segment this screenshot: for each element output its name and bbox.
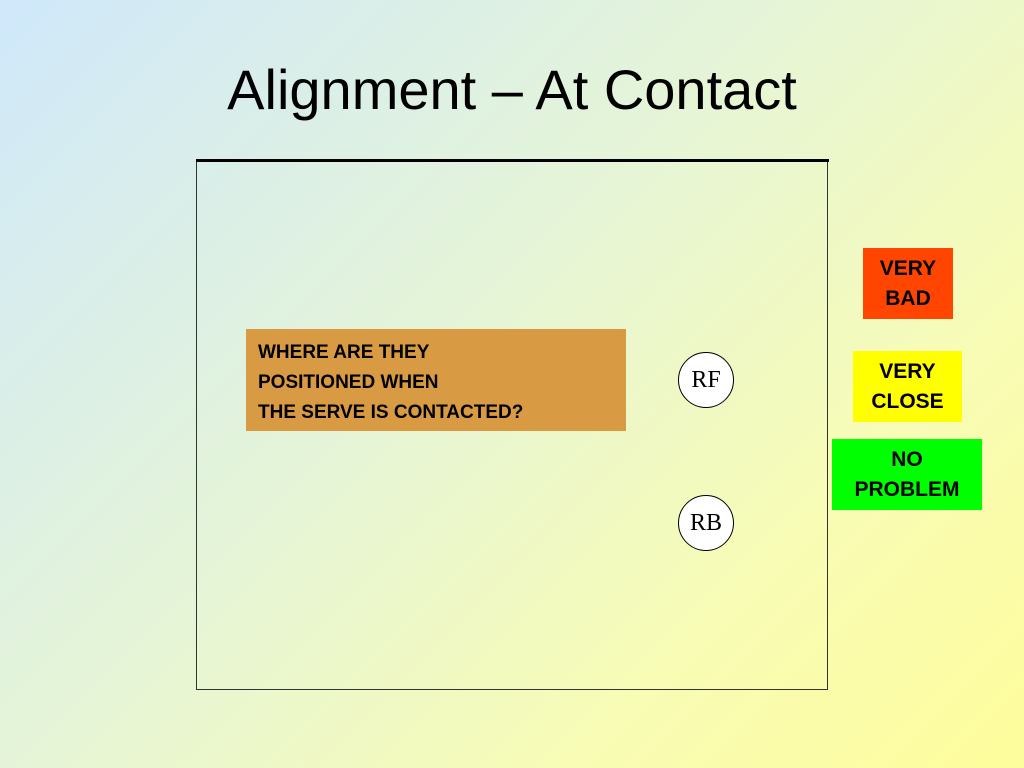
legend-very-bad-line-1: VERY (879, 256, 937, 280)
legend-very-close-line-2: CLOSE (871, 389, 944, 413)
question-line-1: WHERE ARE THEY (258, 342, 430, 363)
legend-very-bad: VERY BAD (863, 248, 953, 319)
legend-very-close-line-1: VERY (879, 359, 936, 383)
question-line-2: POSITIONED WHEN (258, 372, 439, 393)
slide-title: Alignment – At Contact (227, 58, 797, 121)
legend-no-problem-line-2: PROBLEM (854, 477, 960, 501)
player-rf: RF (678, 352, 734, 408)
question-line-3: THE SERVE IS CONTACTED? (258, 402, 524, 423)
legend-very-close: VERY CLOSE (853, 351, 962, 422)
legend-no-problem: NO PROBLEM (832, 439, 982, 510)
legend-very-bad-line-2: BAD (885, 286, 931, 310)
legend-no-problem-line-1: NO (891, 447, 923, 471)
player-rb: RB (678, 495, 734, 551)
net-line (196, 159, 829, 162)
question-callout: WHERE ARE THEY POSITIONED WHEN THE SERVE… (246, 329, 626, 431)
